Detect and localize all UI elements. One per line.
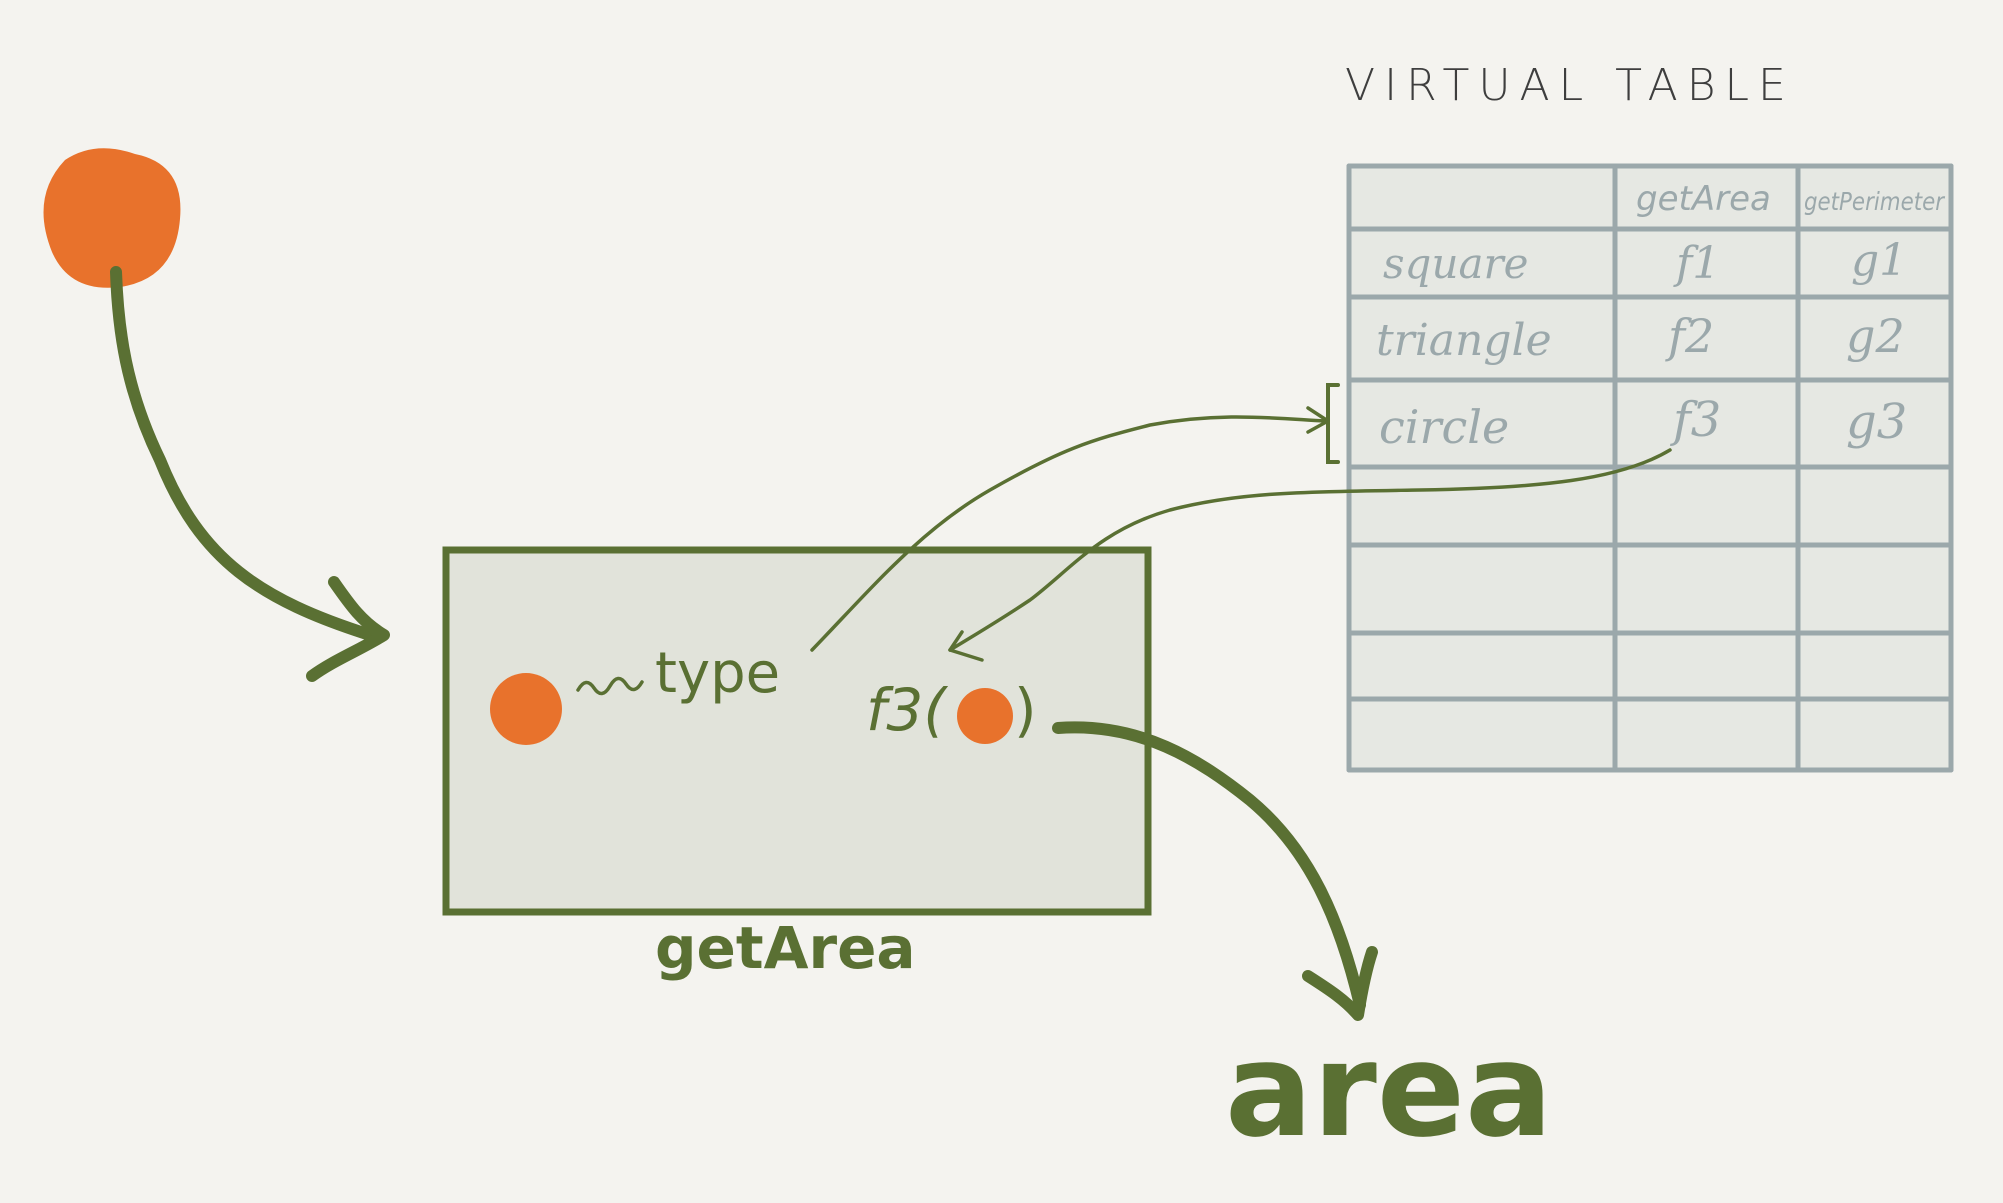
type-label: type bbox=[655, 641, 780, 706]
object-dot bbox=[490, 673, 562, 745]
lookup-arrow-head bbox=[1306, 406, 1330, 434]
cell-g3: g3 bbox=[1846, 394, 1907, 450]
return-arrow bbox=[948, 448, 1672, 652]
cell-g2: g2 bbox=[1846, 309, 1905, 363]
cell-f3: f3 bbox=[1670, 392, 1721, 448]
output-arrow-head bbox=[1302, 946, 1378, 1021]
row-name-triangle: triangle bbox=[1376, 315, 1552, 366]
lookup-arrow bbox=[810, 415, 1327, 652]
function-box-caption: getArea bbox=[655, 914, 916, 982]
circle-row-bracket bbox=[1326, 383, 1340, 464]
table-title: VIRTUAL TABLE bbox=[1345, 60, 1795, 111]
cell-f1: f1 bbox=[1673, 238, 1720, 289]
row-name-circle: circle bbox=[1379, 400, 1509, 454]
output-arrow bbox=[1052, 721, 1366, 1011]
input-arrow-head bbox=[306, 576, 390, 682]
header-getarea: getArea bbox=[1636, 179, 1771, 219]
argument-dot bbox=[957, 688, 1013, 744]
call-close-paren: ) bbox=[1014, 676, 1037, 744]
squiggle-icon bbox=[576, 676, 644, 696]
header-getperimeter: getPerimeter bbox=[1804, 187, 1945, 216]
cell-f2: f2 bbox=[1665, 309, 1714, 363]
input-arrow bbox=[110, 266, 376, 641]
table-grid bbox=[1346, 163, 1954, 773]
function-box-frame bbox=[442, 546, 1152, 916]
input-object-dot bbox=[43, 148, 181, 288]
row-name-square: square bbox=[1383, 239, 1528, 288]
return-arrow-head bbox=[948, 630, 984, 662]
cell-g1: g1 bbox=[1851, 235, 1907, 286]
virtual-table: getArea getPerimeter square f1 g1 triang… bbox=[1346, 163, 1954, 773]
function-box: type f3( ) getArea bbox=[442, 546, 1152, 982]
call-label: f3( bbox=[866, 676, 948, 744]
output-label: area bbox=[1225, 1014, 1553, 1166]
